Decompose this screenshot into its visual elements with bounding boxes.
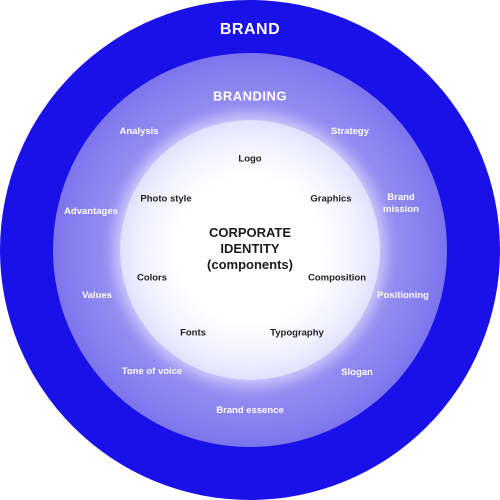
branding-item-advantages: Advantages (64, 206, 118, 217)
corporate-identity-title: CORPORATE IDENTITY (components) (207, 225, 293, 273)
identity-item-logo: Logo (238, 153, 262, 165)
branding-item-analysis: Analysis (119, 126, 159, 137)
corporate-identity-title-line-3: (components) (207, 257, 293, 272)
branding-item-positioning: Positioning (377, 290, 429, 301)
branding-item-values: Values (81, 290, 113, 301)
branding-item-brand-essence: Brand essence (216, 405, 284, 416)
corporate-identity-title-line-1: CORPORATE (208, 225, 292, 240)
corporate-identity-circle (120, 120, 380, 380)
identity-item-fonts: Fonts (180, 327, 206, 339)
identity-item-colors: Colors (136, 272, 168, 284)
identity-item-typography: Typography (270, 327, 324, 339)
identity-item-photo-style: Photo style (140, 193, 192, 205)
identity-item-graphics: Graphics (310, 193, 352, 205)
branding-title: BRANDING (212, 88, 288, 104)
branding-item-strategy: Strategy (330, 126, 370, 137)
branding-item-slogan: Slogan (341, 367, 373, 378)
identity-item-composition: Composition (307, 272, 367, 284)
branding-item-brand-mission: Brand mission (383, 192, 419, 215)
brand-title: BRAND (219, 21, 281, 38)
branding-item-tone-of-voice: Tone of voice (121, 366, 183, 377)
corporate-identity-title-line-2: IDENTITY (220, 241, 280, 256)
